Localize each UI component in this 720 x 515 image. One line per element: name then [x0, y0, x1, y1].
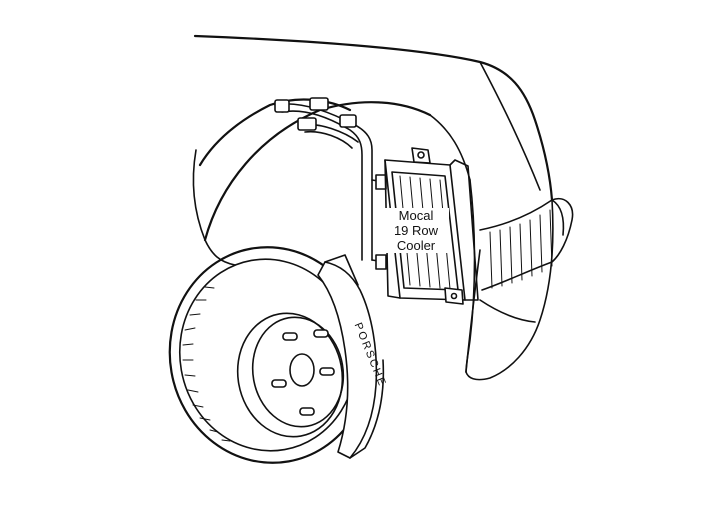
- oil-lines: [274, 97, 387, 270]
- cooler-inlet: [375, 174, 387, 190]
- wheel-stud: [299, 407, 315, 416]
- air-duct: [479, 198, 574, 291]
- brake-caliper: [317, 254, 385, 459]
- wheel-stud: [271, 379, 287, 388]
- cooler-label-line3: Cooler: [396, 238, 436, 253]
- cooler-label: Mocal 19 Row Cooler: [383, 208, 449, 253]
- wheel-stud: [319, 367, 335, 376]
- wheel-hub: [236, 312, 345, 438]
- hose-fitting: [297, 117, 317, 131]
- wheel-stud: [313, 329, 329, 338]
- hose-fitting: [339, 114, 357, 128]
- hose-fitting: [274, 99, 290, 113]
- cooler-label-line1: Mocal: [398, 208, 434, 223]
- cooler-label-line2: 19 Row: [393, 223, 439, 238]
- cooler-outlet: [375, 254, 387, 270]
- hose-fitting: [309, 97, 329, 111]
- wheel-stud: [282, 332, 298, 341]
- fender-body: [192, 34, 554, 381]
- hub-center: [289, 353, 315, 387]
